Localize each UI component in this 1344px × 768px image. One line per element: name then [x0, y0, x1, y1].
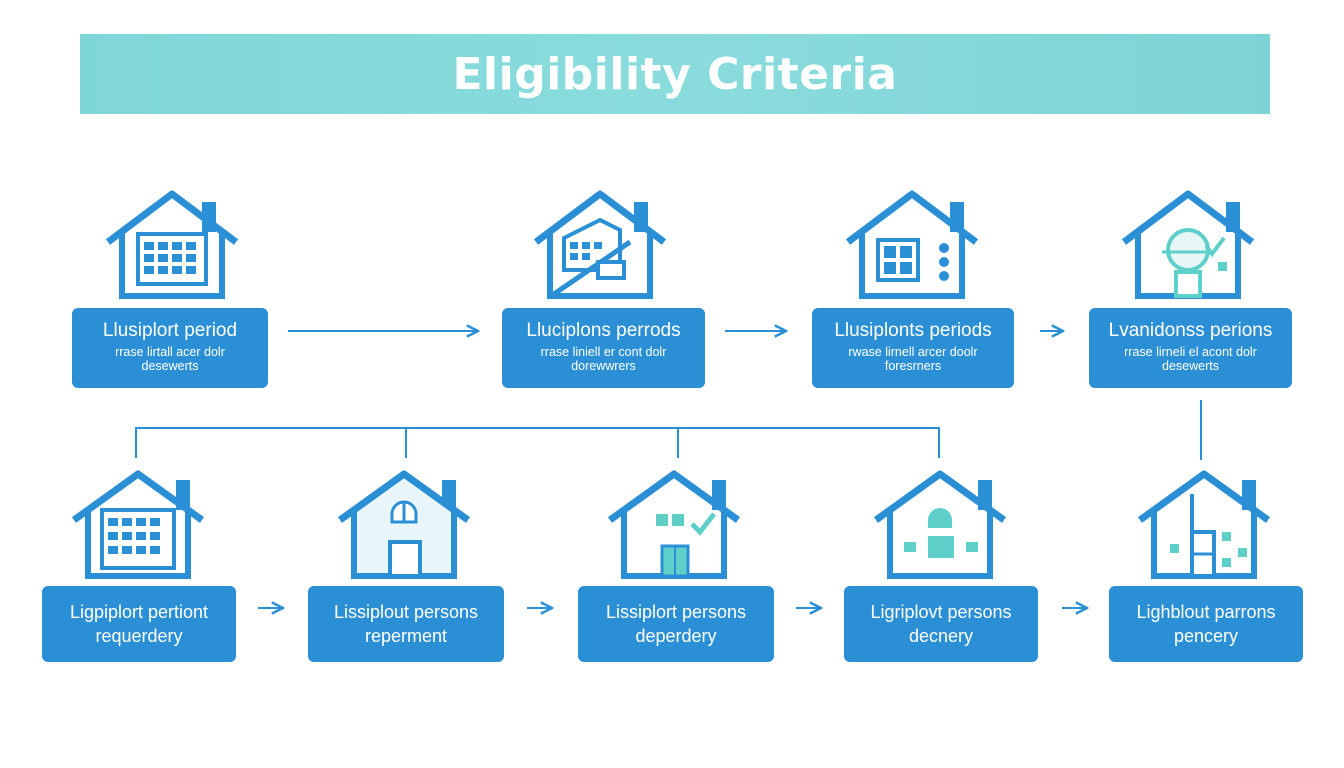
criteria-card-9: Lighblout parrons pencery: [1109, 586, 1303, 662]
criteria-card-1: Llusiplort period rrase lirtall acer dol…: [72, 308, 268, 388]
criteria-card-7: Lissiplort persons deperdery: [578, 586, 774, 662]
house-calendar-icon: [105, 190, 239, 299]
card-title: Llusiplonts periods: [834, 320, 992, 341]
bracket-connector: [135, 427, 940, 458]
page-title: Eligibility Criteria: [452, 48, 898, 100]
card-title: Ligriplovt persons: [870, 602, 1012, 622]
card-subtitle: rrase lirtall acer dolr: [115, 345, 225, 359]
house-building-icon: [533, 190, 667, 299]
house-split-icon: [1137, 470, 1271, 579]
criteria-card-2: Lluciplons perrods rrase liniell er cont…: [502, 308, 705, 388]
criteria-card-3: Llusiplonts periods rwase lirnell arcer …: [812, 308, 1014, 388]
card-subtitle: rrase liniell er cont dolr: [540, 345, 667, 359]
house-calendar-icon: [71, 470, 205, 579]
card-subtitle-2: dorewwrers: [571, 359, 636, 373]
card-subtitle: requerdery: [95, 626, 183, 646]
criteria-card-8: Ligriplovt persons decnery: [844, 586, 1038, 662]
card-subtitle-2: desewerts: [141, 359, 199, 373]
card-subtitle-2: desewerts: [1162, 359, 1219, 373]
card-subtitle: pencery: [1173, 626, 1239, 646]
card-subtitle: rrase lirneli el acont dolr: [1124, 345, 1257, 359]
house-check-icon: [607, 470, 741, 579]
card-title: Llusiplort period: [102, 320, 238, 341]
criteria-card-6: Lissiplout persons reperment: [308, 586, 504, 662]
house-window-icon: [845, 190, 979, 299]
card-subtitle: decnery: [908, 626, 974, 646]
house-badge-icon: [1121, 190, 1255, 299]
card-subtitle: reperment: [364, 626, 448, 646]
card-title: Ligpiplort pertiont: [69, 602, 209, 622]
card-title: Lissiplort persons: [605, 602, 747, 622]
card-title: Lighblout parrons: [1136, 602, 1276, 622]
title-banner: Eligibility Criteria: [80, 34, 1270, 114]
card-title: Lluciplons perrods: [526, 320, 681, 341]
house-arch-icon: [873, 470, 1007, 579]
card-title: Lissiplout persons: [333, 602, 479, 622]
criteria-card-4: Lvanidonss perions rrase lirneli el acon…: [1089, 308, 1292, 388]
criteria-card-5: Ligpiplort pertiont requerdery: [42, 586, 236, 662]
house-door-icon: [337, 470, 471, 579]
card-subtitle: rwase lirnell arcer doolr: [848, 345, 978, 359]
card-subtitle-2: foresrners: [884, 359, 942, 373]
card-title: Lvanidonss perions: [1108, 320, 1273, 341]
card-subtitle: deperdery: [635, 626, 717, 646]
